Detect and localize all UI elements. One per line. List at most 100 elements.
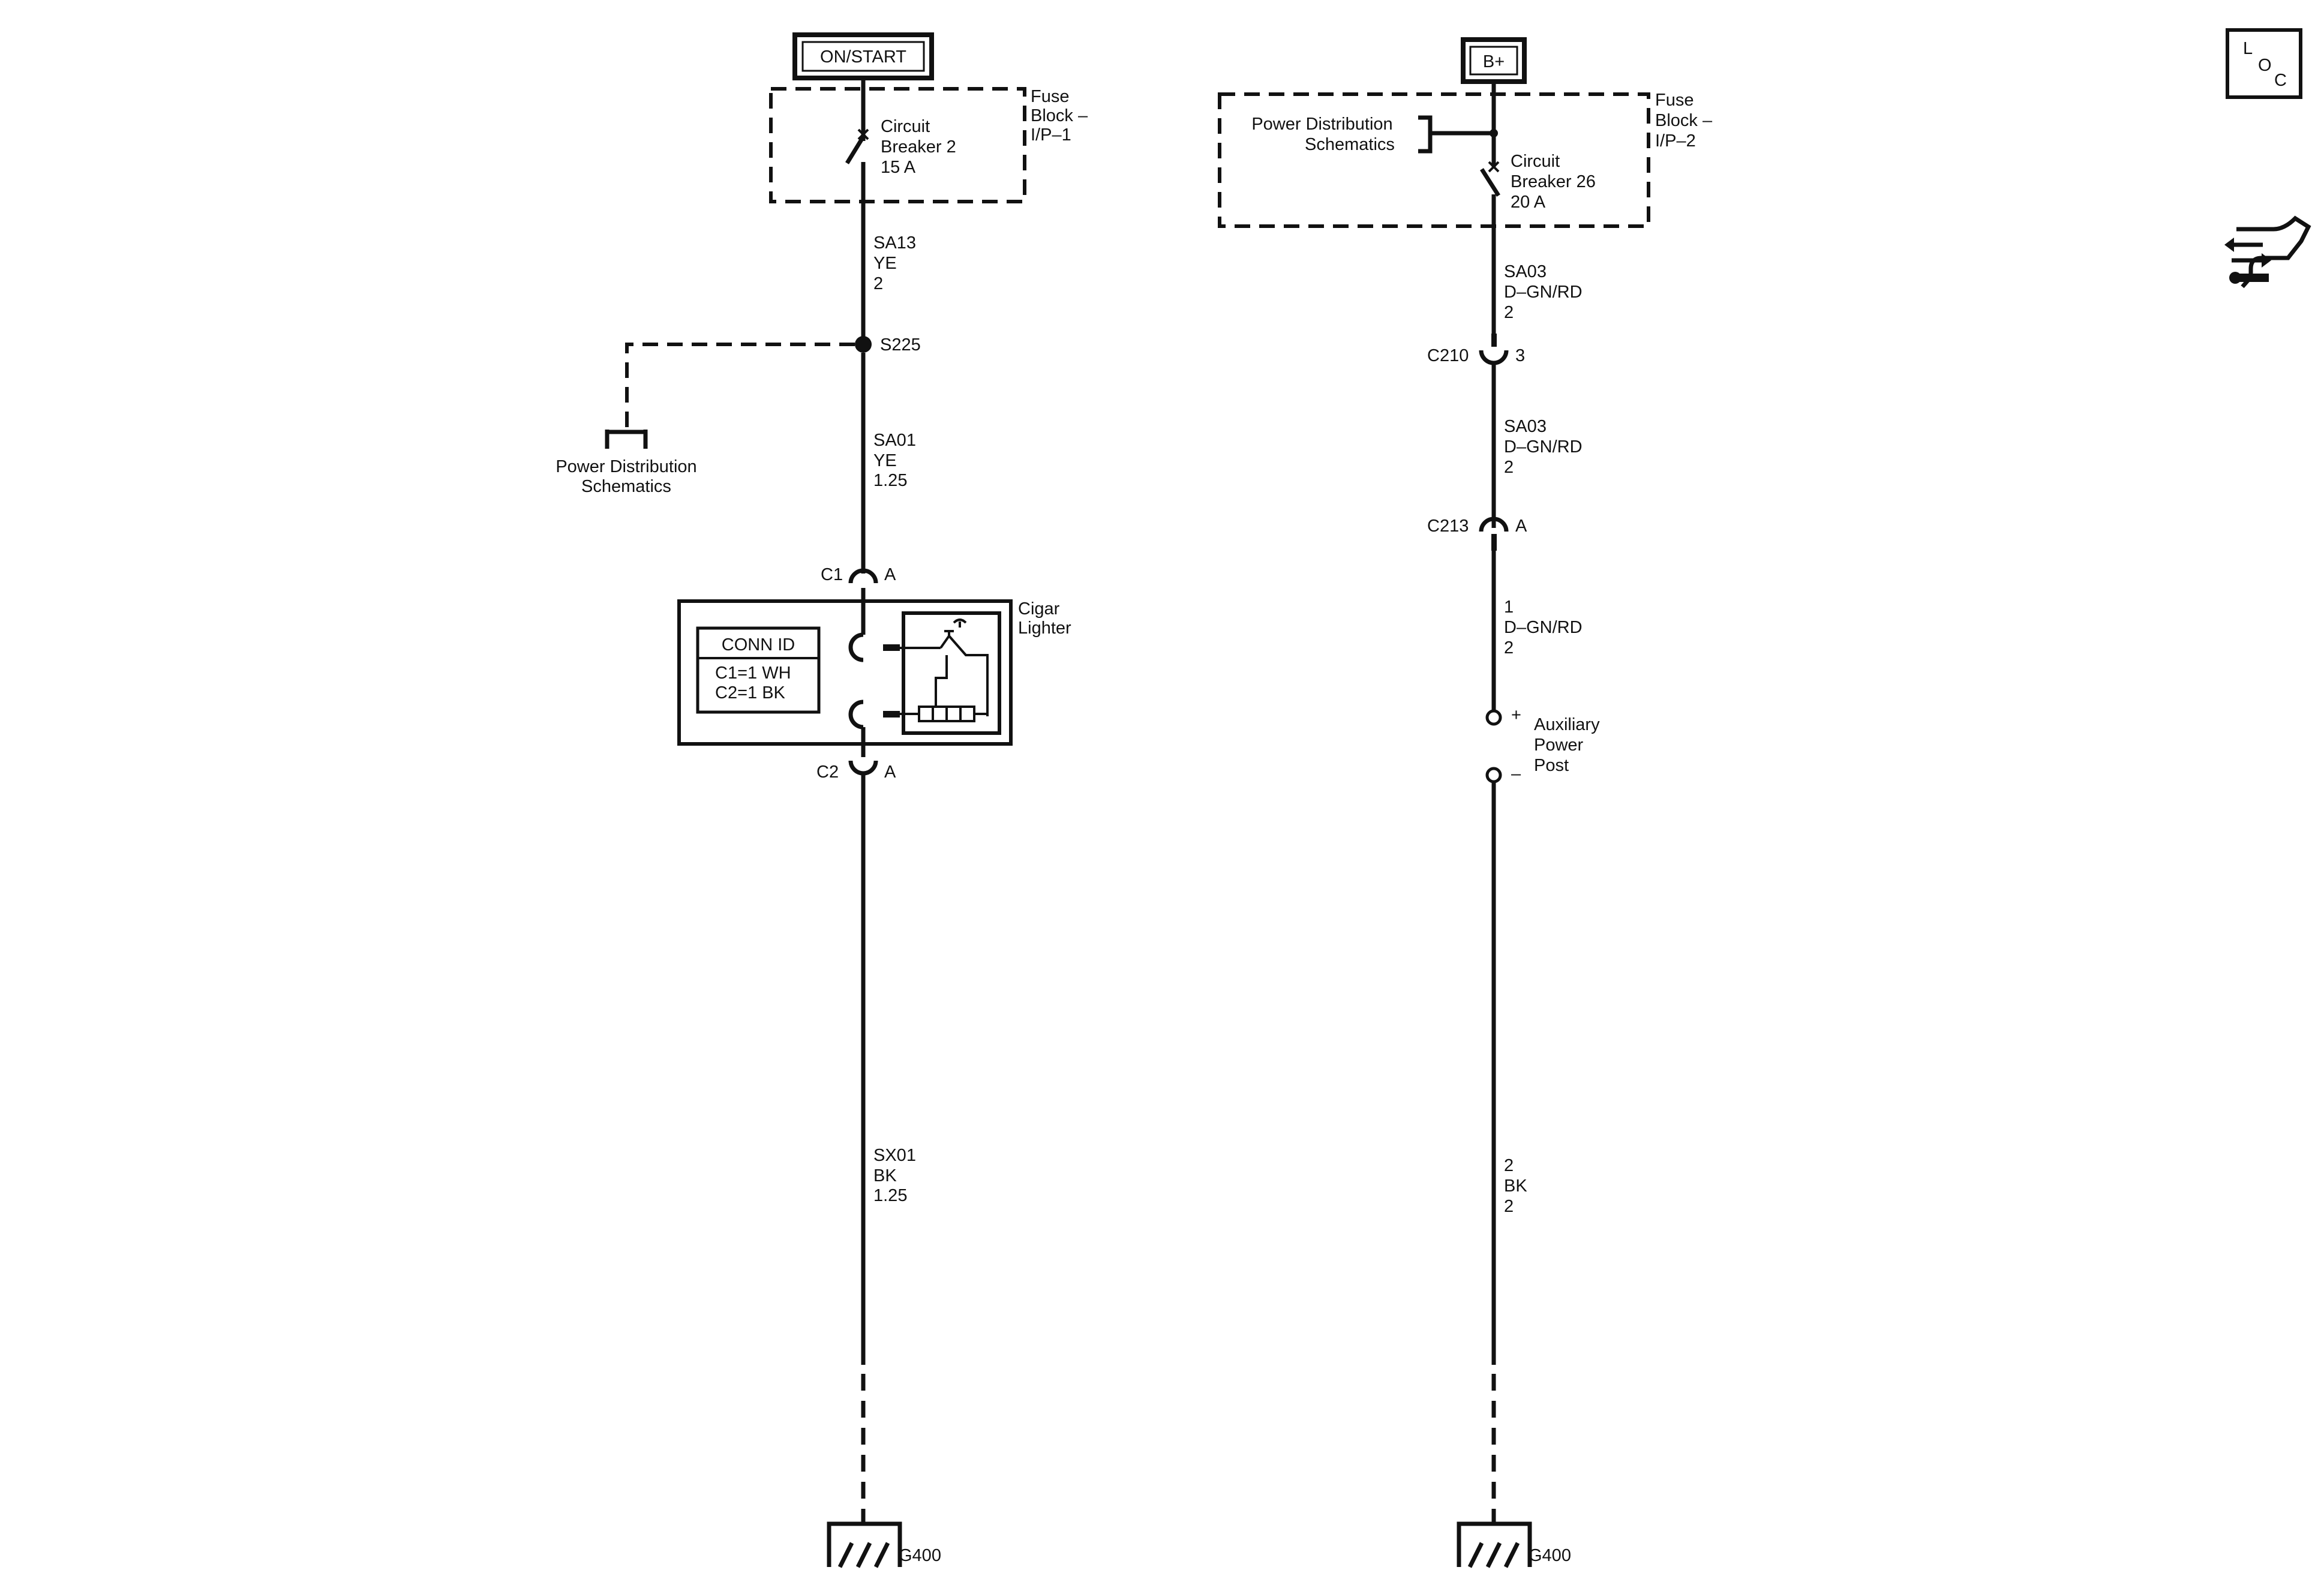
svg-text:BK: BK bbox=[1504, 1176, 1527, 1196]
svg-text:Block –: Block – bbox=[1655, 111, 1713, 130]
auxiliary-power-post[interactable] bbox=[1485, 709, 1502, 784]
connector-c210-label: C210 bbox=[1427, 346, 1469, 365]
on-start-power-source[interactable]: ON/START bbox=[792, 32, 934, 80]
svg-text:Circuit: Circuit bbox=[881, 117, 930, 136]
connector-c1-label: C1 bbox=[821, 565, 843, 584]
cigar-lighter-label: Cigar Lighter bbox=[1018, 599, 1071, 638]
svg-text:Lighter: Lighter bbox=[1018, 619, 1071, 638]
svg-text:Fuse: Fuse bbox=[1655, 91, 1694, 110]
ground-g400-left-label: G400 bbox=[899, 1546, 941, 1565]
svg-text:D–GN/RD: D–GN/RD bbox=[1504, 618, 1583, 637]
svg-text:Circuit: Circuit bbox=[1511, 152, 1560, 171]
connector-c210-pin: 3 bbox=[1515, 346, 1525, 365]
svg-text:1.25: 1.25 bbox=[873, 1186, 907, 1205]
ground-g400-right-label: G400 bbox=[1529, 1546, 1571, 1565]
svg-text:YE: YE bbox=[873, 254, 897, 273]
power-source-label: B+ bbox=[1483, 52, 1505, 71]
svg-text:D–GN/RD: D–GN/RD bbox=[1504, 283, 1583, 302]
svg-text:20 A: 20 A bbox=[1511, 193, 1546, 212]
connector-view-icon[interactable] bbox=[2224, 215, 2311, 289]
svg-text:Breaker 26: Breaker 26 bbox=[1511, 172, 1596, 191]
svg-text:Auxiliary: Auxiliary bbox=[1534, 715, 1600, 734]
connector-c210[interactable] bbox=[1479, 334, 1509, 376]
conn-id-row: C1=1 WH bbox=[715, 664, 791, 683]
svg-text:15 A: 15 A bbox=[881, 158, 916, 177]
svg-text:BK: BK bbox=[873, 1166, 897, 1185]
terminal-negative-label: – bbox=[1511, 764, 1521, 784]
cigar-lighter-circuit: ON/START Fuse Block – I/P–1 Circuit Brea… bbox=[556, 32, 1088, 1568]
power-distribution-ref-right[interactable] bbox=[1418, 115, 1498, 154]
auxiliary-power-post-label: Auxiliary Power Post bbox=[1534, 715, 1600, 775]
svg-text:O: O bbox=[2258, 56, 2272, 75]
svg-text:SA01: SA01 bbox=[873, 431, 916, 450]
svg-text:Schematics: Schematics bbox=[1305, 135, 1395, 154]
connector-c2[interactable] bbox=[848, 760, 878, 786]
wire-sa03-segment-2-label: SA03 D–GN/RD 2 bbox=[1504, 417, 1583, 477]
svg-text:1.25: 1.25 bbox=[873, 471, 907, 490]
power-distribution-ref-symbol[interactable] bbox=[605, 430, 648, 449]
fuse-block-ip2-outline bbox=[1218, 92, 1650, 228]
connector-c1-pin: A bbox=[884, 565, 896, 584]
svg-text:L: L bbox=[2243, 39, 2253, 58]
svg-text:Breaker 2: Breaker 2 bbox=[881, 137, 956, 157]
svg-text:I/P–2: I/P–2 bbox=[1655, 131, 1696, 151]
svg-text:SA13: SA13 bbox=[873, 233, 916, 253]
connector-c213-label: C213 bbox=[1427, 517, 1469, 536]
fuse-block-ip1-outline bbox=[769, 87, 1026, 203]
terminal-positive-label: + bbox=[1511, 706, 1521, 725]
svg-text:D–GN/RD: D–GN/RD bbox=[1504, 437, 1583, 457]
fuse-block-ip1-label: Fuse Block – I/P–1 bbox=[1031, 87, 1088, 145]
svg-text:SX01: SX01 bbox=[873, 1146, 916, 1165]
svg-text:Post: Post bbox=[1534, 756, 1569, 775]
wire-2-bk-label: 2 BK 2 bbox=[1504, 1156, 1527, 1216]
power-distribution-ref-label: Power Distribution Schematics bbox=[556, 457, 696, 496]
svg-text:I/P–1: I/P–1 bbox=[1031, 125, 1071, 145]
ground-g400-left[interactable] bbox=[827, 1521, 902, 1568]
power-distribution-branch bbox=[625, 343, 855, 429]
connector-c1[interactable] bbox=[848, 568, 878, 601]
power-distribution-ref-right-label: Power Distribution Schematics bbox=[1251, 115, 1395, 154]
circuit-breaker-26-label: Circuit Breaker 26 20 A bbox=[1511, 152, 1596, 212]
location-view-icon[interactable]: L O C bbox=[2226, 28, 2302, 99]
conn-id-title: CONN ID bbox=[722, 635, 795, 655]
wire-sa03-segment-1-label: SA03 D–GN/RD 2 bbox=[1504, 262, 1583, 322]
svg-text:2: 2 bbox=[1504, 303, 1514, 322]
svg-text:Cigar: Cigar bbox=[1018, 599, 1060, 619]
circuit-breaker-2[interactable] bbox=[845, 128, 869, 202]
svg-text:2: 2 bbox=[1504, 1197, 1514, 1216]
svg-text:1: 1 bbox=[1504, 598, 1514, 617]
connector-c213[interactable] bbox=[1479, 517, 1509, 551]
svg-text:2: 2 bbox=[873, 274, 883, 293]
connector-c2-pin: A bbox=[884, 763, 896, 782]
wire-sa13-label: SA13 YE 2 bbox=[873, 233, 916, 293]
circuit-breaker-2-label: Circuit Breaker 2 15 A bbox=[881, 117, 956, 177]
conn-id-row: C2=1 BK bbox=[715, 683, 786, 703]
svg-text:Block –: Block – bbox=[1031, 106, 1088, 125]
connector-c213-pin: A bbox=[1515, 517, 1527, 536]
svg-text:2: 2 bbox=[1504, 458, 1514, 477]
svg-text:Power Distribution: Power Distribution bbox=[556, 457, 696, 476]
fuse-block-ip2-label: Fuse Block – I/P–2 bbox=[1655, 91, 1713, 151]
ground-g400-right[interactable] bbox=[1457, 1521, 1532, 1568]
splice-s225-label: S225 bbox=[880, 335, 921, 355]
svg-text:SA03: SA03 bbox=[1504, 262, 1547, 281]
svg-text:Power: Power bbox=[1534, 736, 1584, 755]
power-source-label: ON/START bbox=[820, 47, 906, 67]
auxiliary-power-circuit: B+ Fuse Block – I/P–2 Power Distribution… bbox=[1218, 37, 1713, 1568]
wire-sx01-label: SX01 BK 1.25 bbox=[873, 1146, 916, 1205]
svg-text:C: C bbox=[2274, 71, 2287, 90]
svg-text:2: 2 bbox=[1504, 638, 1514, 658]
svg-text:2: 2 bbox=[1504, 1156, 1514, 1175]
circuit-breaker-26[interactable] bbox=[1480, 161, 1500, 226]
wire-1-dgnrd-label: 1 D–GN/RD 2 bbox=[1504, 598, 1583, 658]
svg-text:SA03: SA03 bbox=[1504, 417, 1547, 436]
wire-sa01-label: SA01 YE 1.25 bbox=[873, 431, 916, 490]
svg-text:YE: YE bbox=[873, 451, 897, 470]
svg-text:Schematics: Schematics bbox=[581, 477, 671, 496]
svg-text:Power Distribution: Power Distribution bbox=[1251, 115, 1392, 134]
splice-s225[interactable] bbox=[855, 336, 872, 353]
conn-id-table: CONN ID C1=1 WH C2=1 BK bbox=[696, 626, 821, 714]
svg-text:Fuse: Fuse bbox=[1031, 87, 1069, 106]
b-plus-power-source[interactable]: B+ bbox=[1461, 37, 1527, 84]
